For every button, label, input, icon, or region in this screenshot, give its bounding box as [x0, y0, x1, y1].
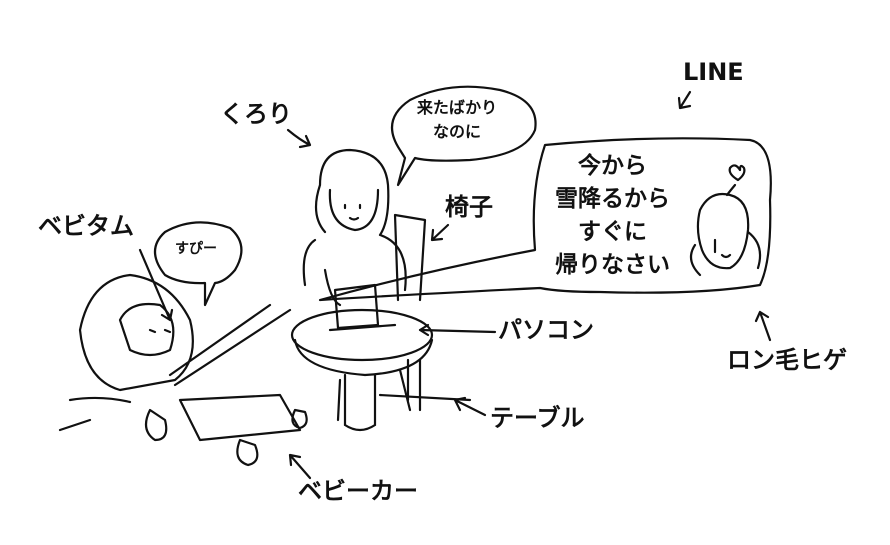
line-message-2: 雪降るから — [555, 186, 670, 212]
line-bubble — [318, 137, 772, 302]
kurori-speech-line-2: なのに — [432, 122, 481, 141]
label-chair: 椅子 — [445, 193, 493, 221]
label-ronge-hige: ロン毛ヒゲ — [727, 346, 847, 374]
label-kurori: くろり — [220, 100, 292, 128]
chair — [393, 213, 427, 412]
kurori-speech-line-1: 来たばかり — [416, 98, 498, 117]
baby-bubble — [153, 221, 243, 307]
label-bebitamu: ベビタム — [38, 212, 134, 240]
arrow-line — [677, 90, 692, 110]
laptop — [328, 283, 397, 332]
label-line: LINE — [683, 58, 744, 86]
kurori-bubble — [390, 85, 537, 187]
label-pc: パソコン — [498, 316, 594, 344]
baby-speech: すぴー — [175, 241, 217, 257]
ronge-face — [689, 192, 762, 277]
label-stroller: ベビーカー — [298, 477, 418, 505]
kurori-person — [302, 148, 407, 307]
line-message-1: 今から — [578, 153, 647, 179]
line-message-3: すぐに — [578, 219, 647, 245]
table — [290, 308, 434, 362]
heart-icon — [725, 164, 746, 197]
label-table: テーブル — [490, 404, 585, 432]
stroller — [68, 273, 308, 467]
arrow-ronge — [754, 310, 772, 342]
line-message-4: 帰りなさい — [555, 252, 670, 278]
arrow-stroller — [288, 453, 312, 480]
arrow-chair — [430, 223, 450, 242]
arrow-kurori — [286, 128, 312, 149]
